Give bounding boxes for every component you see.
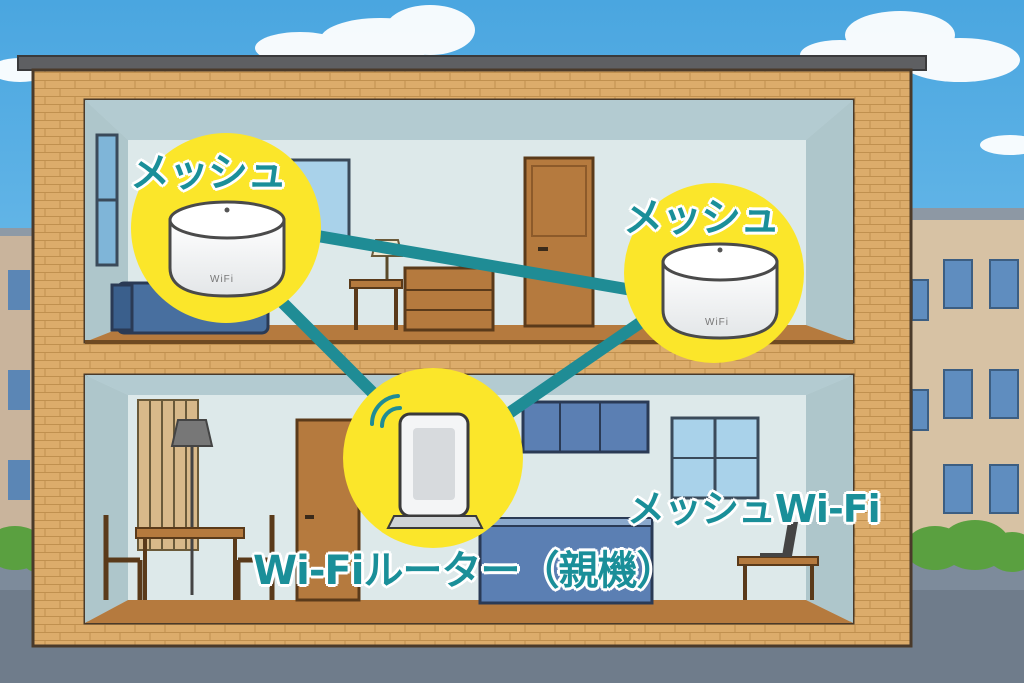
- mesh-device-left: [168, 200, 286, 298]
- router-device: [369, 394, 484, 529]
- mesh-device-right: [661, 242, 779, 340]
- router-label: Wi-Fiルーター（親機）: [253, 548, 676, 594]
- right-background-building: [905, 208, 1024, 555]
- mesh-node-left-label: メッシュ: [130, 150, 287, 196]
- mesh-right-device-tag: WiFi: [705, 317, 729, 328]
- wifi-signal-icon: [369, 394, 402, 428]
- connection-mesh-to-mesh: [294, 227, 696, 306]
- mesh-wifi-system-label: メッシュWi-Fi: [627, 487, 881, 531]
- mesh-node-right-label: メッシュ: [623, 195, 780, 241]
- mesh-left-device-tag: WiFi: [210, 274, 234, 285]
